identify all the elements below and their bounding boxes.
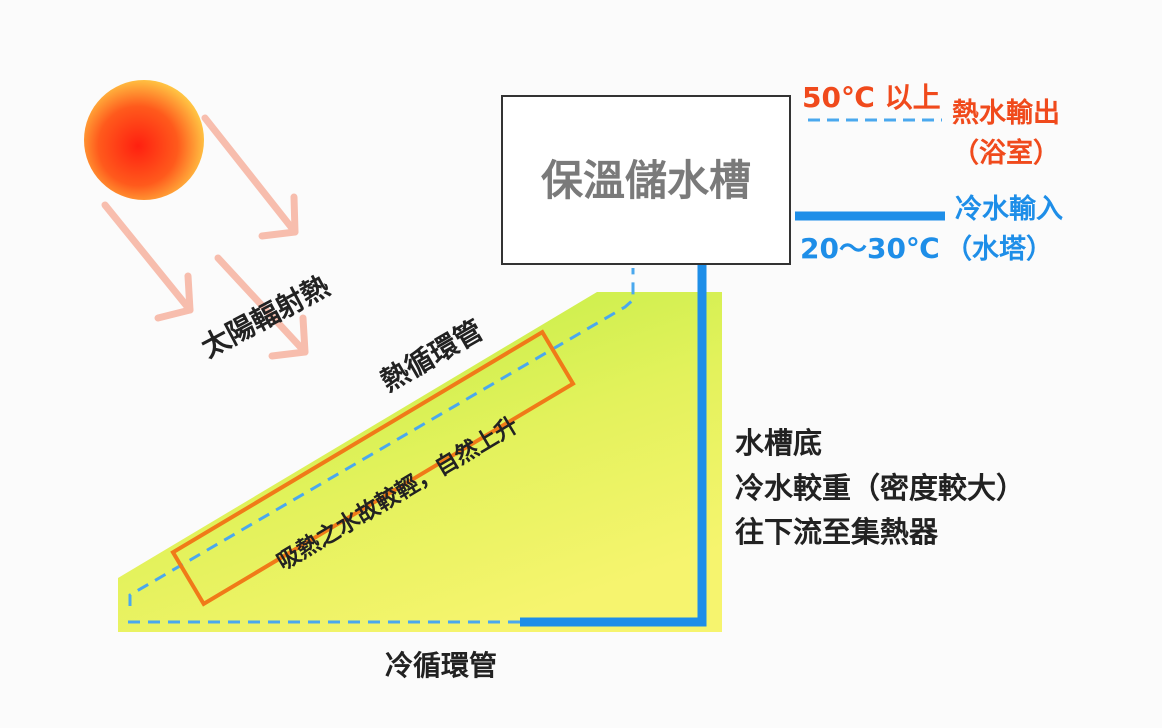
- hot-out-label-1: 熱水輸出: [952, 97, 1060, 129]
- note-line-2: 冷水較重（密度較大）: [735, 471, 1025, 505]
- hot-temp-label: 50℃ 以上: [802, 81, 941, 114]
- hot-loop-pipe: [128, 268, 635, 606]
- tank-label: 保溫儲水槽: [541, 156, 751, 205]
- hot-out-label-2: （浴室）: [952, 137, 1060, 169]
- cold-in-label-1: 冷水輸入: [955, 193, 1063, 225]
- ray-arrow-1: [101, 201, 194, 322]
- storage-tank: [501, 95, 791, 265]
- cold-loop-label: 冷循環管: [385, 649, 497, 682]
- cold-return-pipe: [520, 265, 707, 627]
- note-line-1: 水槽底: [735, 426, 822, 460]
- absorber-box: [170, 329, 576, 607]
- cold-in-label-2: （水塔）: [945, 234, 1053, 265]
- ray-arrow-3: [214, 254, 309, 360]
- ray-arrow-2: [201, 114, 299, 240]
- cold-temp-label: 20～30℃: [800, 232, 940, 265]
- note-line-3: 往下流至集熱器: [735, 515, 939, 549]
- sun-rays: [101, 114, 309, 360]
- solar-heat-label: 太陽輻射熱: [196, 269, 335, 364]
- sun-icon: [84, 80, 204, 200]
